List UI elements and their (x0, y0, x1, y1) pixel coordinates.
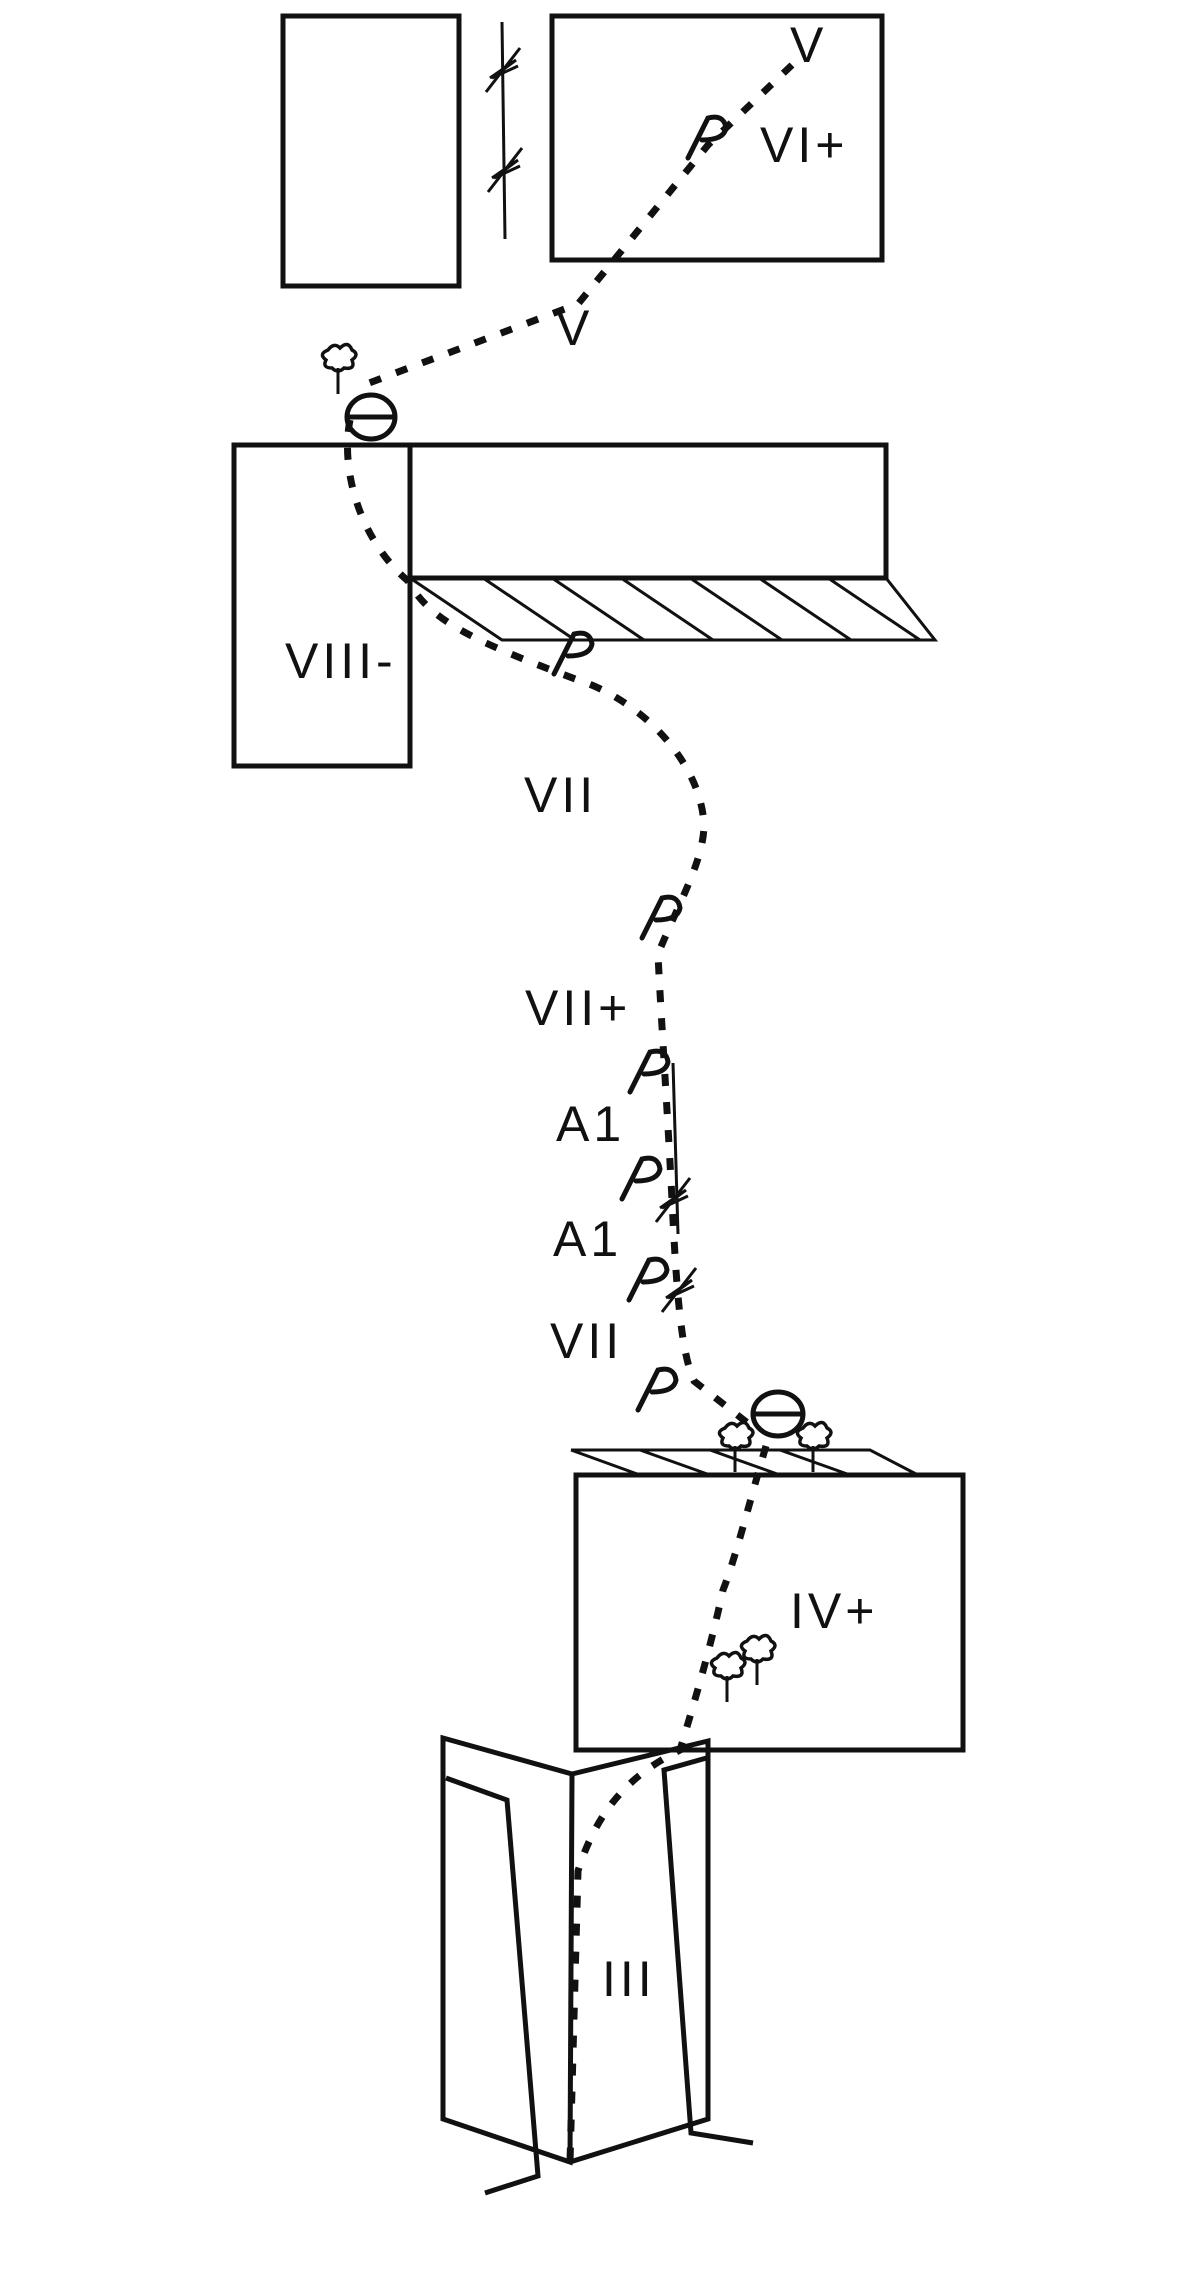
rock-block-lower (573, 1472, 966, 1753)
rock-block-top-right (549, 13, 885, 263)
roof-block (407, 442, 889, 581)
belay-station-icon (750, 1389, 806, 1439)
piton-icon (622, 1158, 660, 1199)
grade-label: V (790, 17, 827, 73)
piton-icon (629, 1259, 667, 1300)
roof-overhang-hatched (409, 576, 939, 642)
piton-icon (642, 897, 680, 938)
tree-icon (709, 1650, 747, 1704)
base-pillar (440, 1734, 754, 2196)
rock-block-top-left (280, 13, 462, 289)
climbing-route-line (344, 62, 795, 2163)
grade-label: VIII- (285, 633, 397, 689)
grade-label: V (556, 300, 593, 356)
grade-label: VII+ (525, 980, 631, 1036)
grade-label: IV+ (790, 1583, 878, 1639)
piton-icon (688, 117, 726, 158)
rock-block-left-pillar (231, 442, 413, 769)
belay-station-icon (344, 392, 398, 442)
grade-label: VII (524, 767, 597, 823)
grade-label: A1 (556, 1096, 625, 1152)
tree-icon (795, 1420, 833, 1474)
ledge-hatched (570, 1448, 919, 1477)
grade-label: III (602, 1951, 656, 2007)
crack-line (500, 21, 507, 240)
tree-icon (320, 342, 358, 396)
aid-line (671, 1062, 680, 1235)
tree-icon (739, 1633, 777, 1687)
piton-icon (638, 1369, 676, 1410)
grade-label: VI+ (760, 117, 848, 173)
grade-label: VII (550, 1313, 623, 1369)
grade-label: A1 (553, 1211, 622, 1267)
